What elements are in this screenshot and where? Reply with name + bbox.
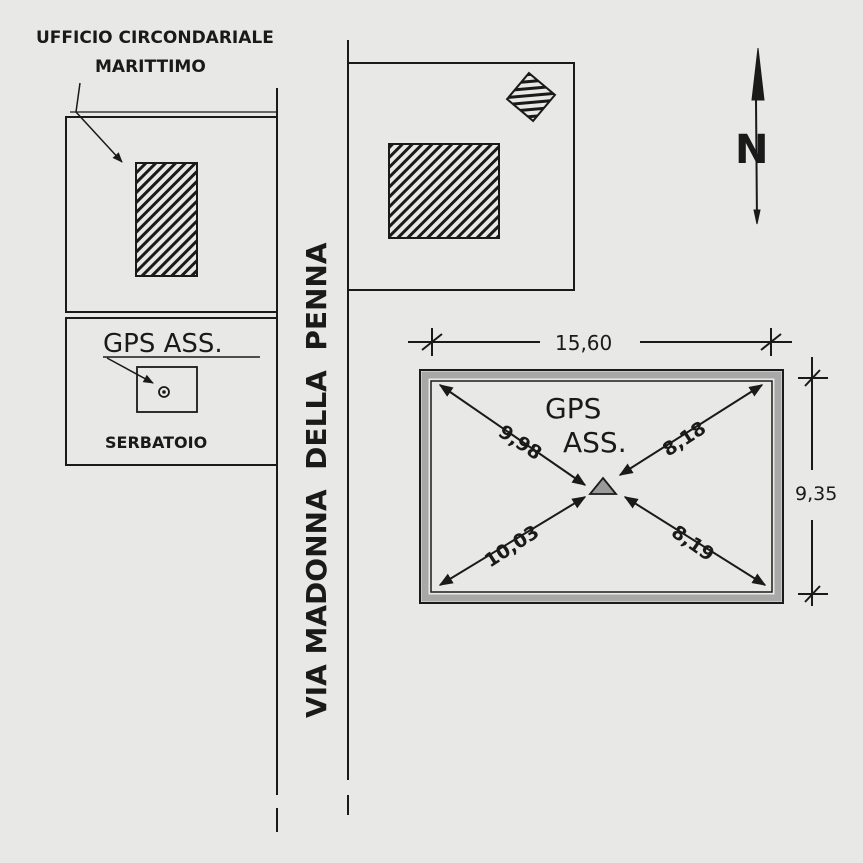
distance-bottom-right-label: 8,19 (667, 521, 718, 566)
tank-box (136, 366, 198, 413)
gps-enclosure-frame (421, 371, 782, 602)
office-building (135, 162, 198, 277)
arrow-to-top-left (438, 384, 587, 486)
circle-dot-icon (158, 386, 170, 398)
gps-small-pointer (106, 357, 154, 384)
office-plot (65, 116, 278, 313)
arrow-to-bottom-right (623, 496, 767, 586)
gps-enclosure-inner (430, 380, 773, 593)
distance-bottom-left-label: 10,03 (481, 521, 543, 572)
tank-label: SERBATOIO (105, 433, 207, 452)
gps-small-label: GPS ASS. (103, 329, 223, 359)
upper-building (388, 143, 500, 239)
arrow-to-bottom-left (438, 496, 587, 586)
office-leader-line (75, 82, 123, 163)
gps-label-line2: ASS. (563, 426, 627, 459)
arrow-to-top-right (618, 384, 764, 476)
dimension-height (798, 357, 828, 606)
dimension-height-label: 9,35 (795, 483, 837, 505)
office-label-line1: UFFICIO CIRCONDARIALE (36, 28, 274, 48)
office-label-line2: MARITTIMO (95, 57, 206, 77)
small-rotated-building (505, 71, 557, 123)
distance-top-left-label: 9,98 (494, 421, 545, 465)
gps-label-line1: GPS (545, 392, 601, 425)
upper-right-plot (347, 62, 575, 291)
triangle-marker-icon (588, 476, 618, 495)
north-label: N (735, 127, 768, 173)
gps-enclosure-outer (419, 369, 784, 604)
north-arrow-icon (751, 47, 765, 225)
tank-plot (65, 317, 278, 466)
dimension-width (408, 328, 792, 356)
dimension-width-label: 15,60 (555, 331, 612, 355)
street-name: VIA MADONNA DELLA PENNA (300, 242, 333, 718)
